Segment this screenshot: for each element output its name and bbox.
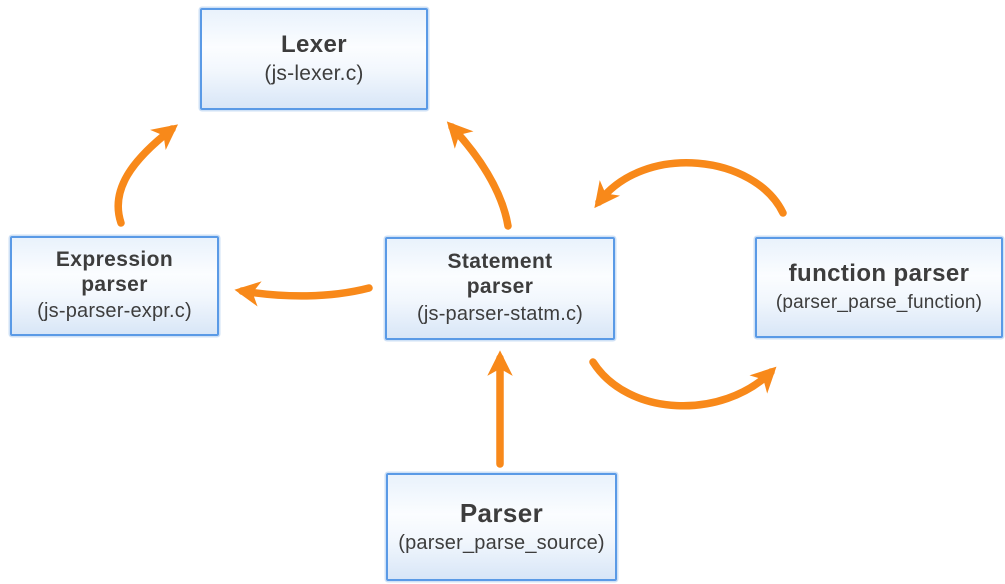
node-parser: Parser (parser_parse_source) [386, 473, 617, 581]
node-function-parser-title: function parser [788, 260, 970, 288]
arrow-statement-parser-to-function-parser [589, 358, 777, 410]
node-statement-parser-subtitle: (js-parser-statm.c) [416, 302, 584, 325]
node-statement-parser-title: Statement parser [447, 250, 553, 298]
node-lexer-title: Lexer [280, 30, 348, 58]
node-function-parser: function parser (parser_parse_function) [755, 237, 1003, 338]
node-expression-parser: Expression parser (js-parser-expr.c) [10, 236, 219, 336]
node-statement-parser: Statement parser (js-parser-statm.c) [385, 237, 615, 340]
node-expression-parser-subtitle: (js-parser-expr.c) [37, 300, 192, 323]
node-lexer-subtitle: (js-lexer.c) [264, 62, 364, 86]
node-function-parser-subtitle: (parser_parse_function) [775, 291, 983, 313]
arrow-expression-parser-to-lexer [114, 124, 179, 227]
arrow-statement-parser-to-expression-parser [234, 281, 373, 307]
node-parser-subtitle: (parser_parse_source) [398, 531, 605, 554]
node-parser-title: Parser [459, 498, 544, 529]
node-expression-parser-title: Expression parser [55, 247, 174, 296]
node-lexer: Lexer (js-lexer.c) [200, 8, 428, 110]
arrow-statement-parser-to-lexer [446, 121, 512, 230]
arrow-function-parser-to-statement-parser [594, 159, 787, 217]
